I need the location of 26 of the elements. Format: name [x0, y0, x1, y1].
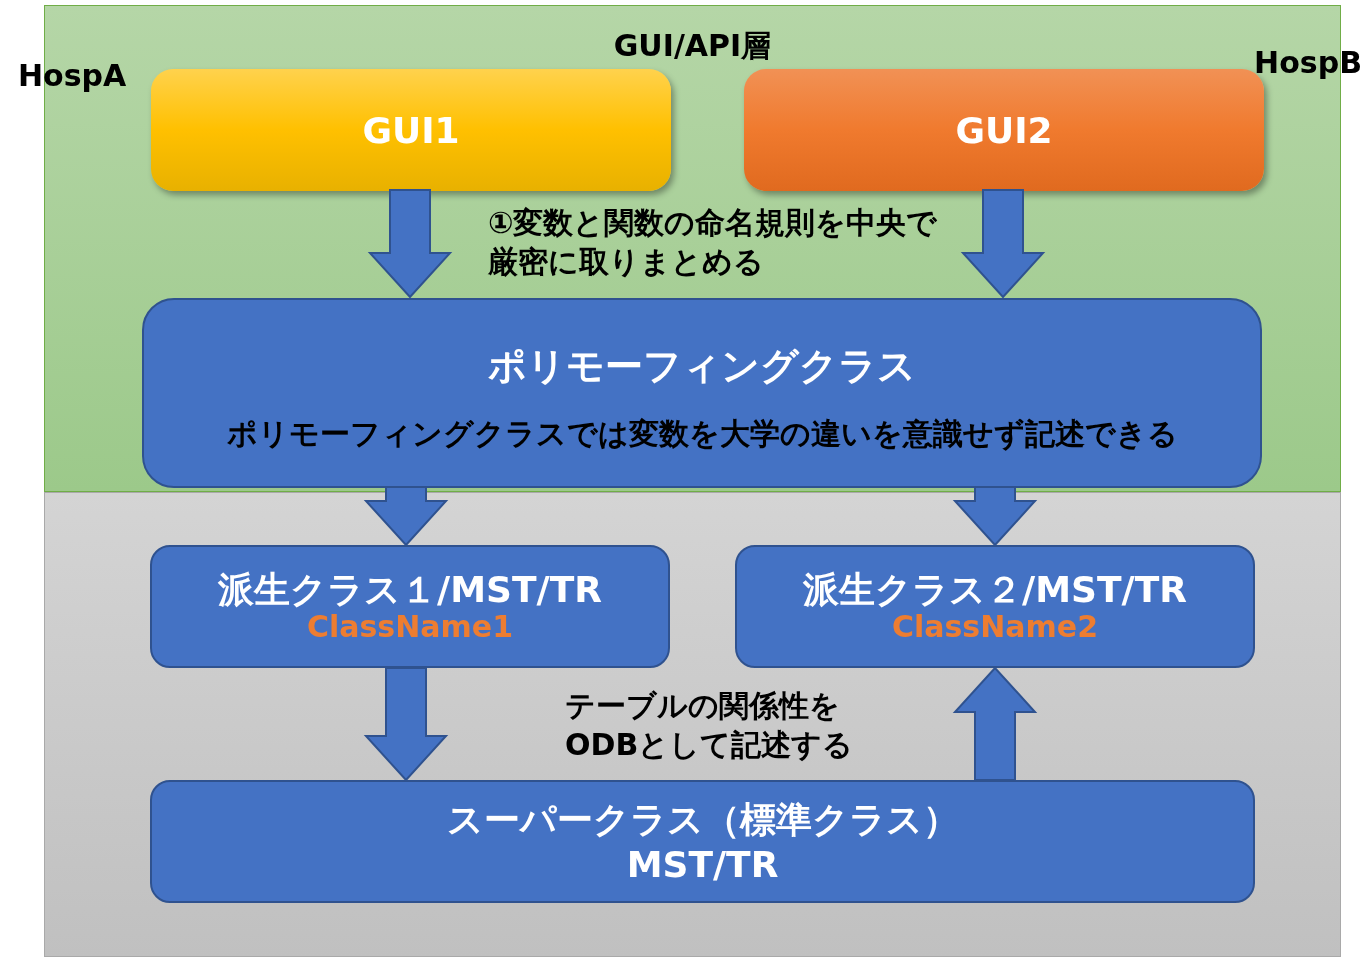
box-description: ポリモーフィングクラスでは変数を大学の違いを意識せず記述できる	[226, 415, 1178, 453]
block-arrow	[363, 667, 449, 782]
rounded-box	[735, 545, 1255, 668]
rounded-box	[150, 780, 1255, 903]
class-name: ClassName1	[306, 609, 514, 643]
class-name: ClassName2	[891, 609, 1099, 643]
box-title: 派生クラス２/MST/TR	[803, 570, 1187, 610]
box-title: MST/TR	[626, 842, 779, 887]
block-arrow	[952, 486, 1038, 547]
side-label: HospB	[1254, 44, 1362, 82]
box-title: スーパークラス（標準クラス）	[446, 797, 959, 842]
block-arrow	[952, 666, 1038, 781]
box-title: GUI1	[362, 109, 460, 151]
block-arrow	[960, 189, 1046, 299]
side-label: HospA	[18, 57, 127, 95]
rounded-box	[142, 298, 1262, 488]
block-arrow	[363, 486, 449, 547]
block-arrow	[367, 189, 453, 299]
layer-title: GUI/API層	[613, 27, 772, 65]
rounded-box	[151, 69, 671, 191]
note-text: テーブルの関係性をODBとして記述する	[565, 687, 855, 764]
box-title: GUI2	[955, 109, 1053, 151]
note-text: ①変数と関数の命名規則を中央で厳密に取りまとめる	[488, 204, 939, 281]
box-title: ポリモーフィングクラス	[488, 343, 916, 390]
box-title: 派生クラス１/MST/TR	[218, 570, 602, 610]
rounded-box	[150, 545, 670, 668]
